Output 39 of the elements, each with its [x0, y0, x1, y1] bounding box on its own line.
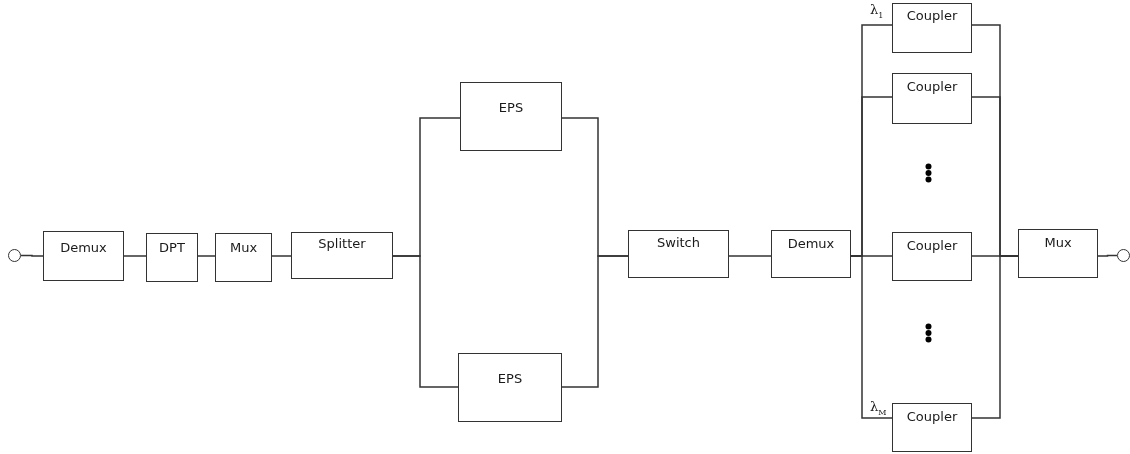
block-box: [291, 232, 393, 279]
connector-line: [971, 255, 1019, 419]
connector-line: [392, 255, 459, 388]
block-label: Mux: [1044, 235, 1072, 251]
block-box: [892, 232, 972, 281]
block-box: [892, 403, 972, 452]
connector-line: [197, 255, 216, 257]
block-box: [771, 230, 851, 278]
block-box: [215, 233, 272, 282]
block-label: DPT: [159, 240, 185, 256]
connector-line: [271, 255, 292, 257]
block-label: Coupler: [906, 238, 958, 254]
block-label: Mux: [229, 240, 258, 256]
block-box: [43, 231, 124, 281]
block-box: [628, 230, 729, 278]
block-label: Splitter: [318, 236, 366, 252]
connector-line: [561, 255, 629, 388]
block-label: EPS: [497, 371, 523, 387]
block-box: [1018, 229, 1098, 278]
port-circle: [8, 249, 21, 262]
block-box: [146, 233, 198, 282]
block-label: EPS: [498, 100, 524, 116]
connector-line: [123, 255, 147, 257]
connector-line: [1097, 254, 1118, 257]
block-label: Coupler: [906, 8, 958, 24]
wavelength-label: λ$_{1}$: [870, 2, 884, 20]
block-box: [892, 73, 972, 124]
block-label: Coupler: [906, 79, 958, 95]
block-box: [892, 3, 972, 53]
port-circle: [1117, 249, 1130, 262]
block-box: [458, 353, 562, 422]
block-label: Demux: [787, 236, 835, 252]
block-box: [460, 82, 562, 151]
block-label: Switch: [657, 235, 700, 251]
block-label: Demux: [60, 240, 107, 256]
connector-line: [20, 254, 44, 257]
block-label: Coupler: [906, 409, 958, 425]
wavelength-label: λ$_{M}$: [870, 399, 887, 417]
connector-line: [728, 255, 772, 257]
